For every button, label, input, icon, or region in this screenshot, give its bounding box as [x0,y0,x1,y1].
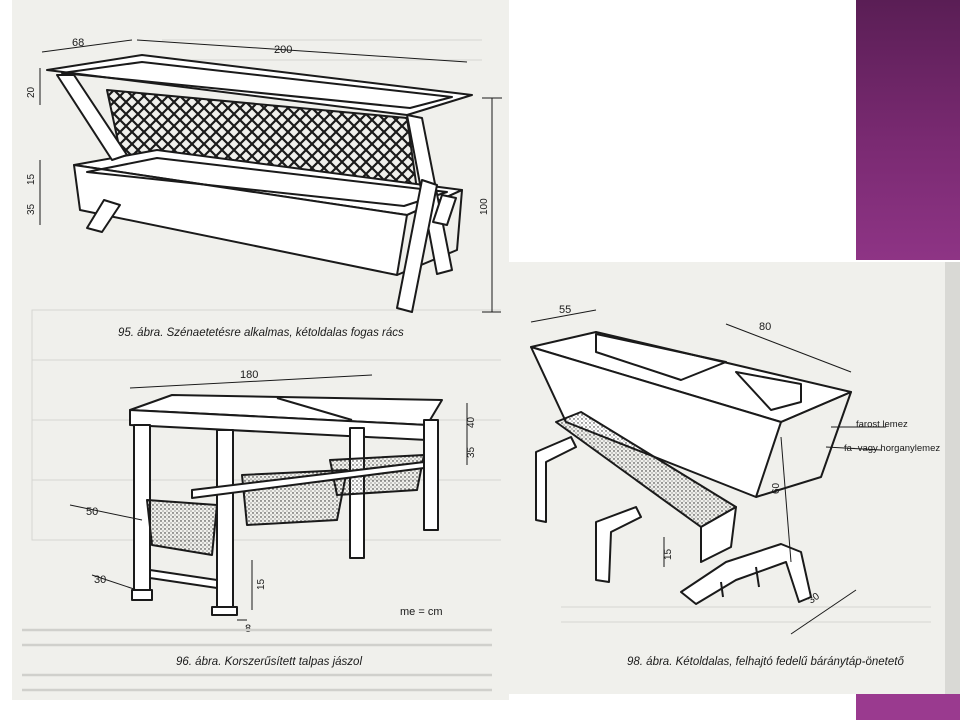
figure-95 [46,54,473,313]
figure-98-drawing: 55 80 60 15 30 farost lemez fa- vagy hor… [530,304,940,635]
fig98-dim-55: 55 [559,304,571,316]
figure-96-dimensions [69,374,468,621]
caption-fig98: 98. ábra. Kétoldalas, felhajtó fedelű bá… [627,656,904,668]
figure-98-dimensions [530,309,886,635]
caption-fig95: 95. ábra. Szénaetetésre alkalmas, kétold… [118,327,404,339]
fig96-dim-30: 30 [94,574,106,586]
scan-left-page: 68 200 20 15 35 100 [12,0,509,700]
fig96-units: me = cm [400,606,442,618]
fig96-dim-40: 40 [466,416,477,428]
fig95-dim-200: 200 [274,44,292,56]
figure-96 [129,394,443,616]
fig98-label-farost: farost lemez [856,419,908,430]
fig98-dim-80: 80 [759,321,771,333]
caption-fig96: 96. ábra. Korszerűsített talpas jászol [176,656,363,668]
fig98-dim-60: 60 [771,482,782,494]
scan-edge-shadow [945,262,960,694]
bleed-through-right [561,606,931,623]
fig98-dim-15: 15 [663,548,674,560]
fig96-dim-180: 180 [240,369,258,381]
accent-bar-top [856,0,960,260]
fig95-dim-15: 15 [26,173,37,185]
fig96-dim-50: 50 [86,506,98,518]
scan-right-page: 55 80 60 15 30 farost lemez fa- vagy hor… [501,262,956,694]
fig96-dim-15: 15 [256,578,267,590]
figure-95-96-drawing: 68 200 20 15 35 100 [22,37,503,692]
fig98-label-lemez: fa- vagy horganylemez [844,443,940,454]
fig95-dim-100: 100 [479,198,490,215]
figure-95-dimensions [39,39,502,313]
bleed-through-text [22,628,492,692]
figure-98 [530,331,852,605]
accent-bar-bottom [856,693,960,720]
fig95-dim-68: 68 [72,37,84,49]
fig96-dim-35: 35 [466,446,477,458]
fig95-dim-20: 20 [26,86,37,98]
fig95-dim-35: 35 [26,203,37,215]
